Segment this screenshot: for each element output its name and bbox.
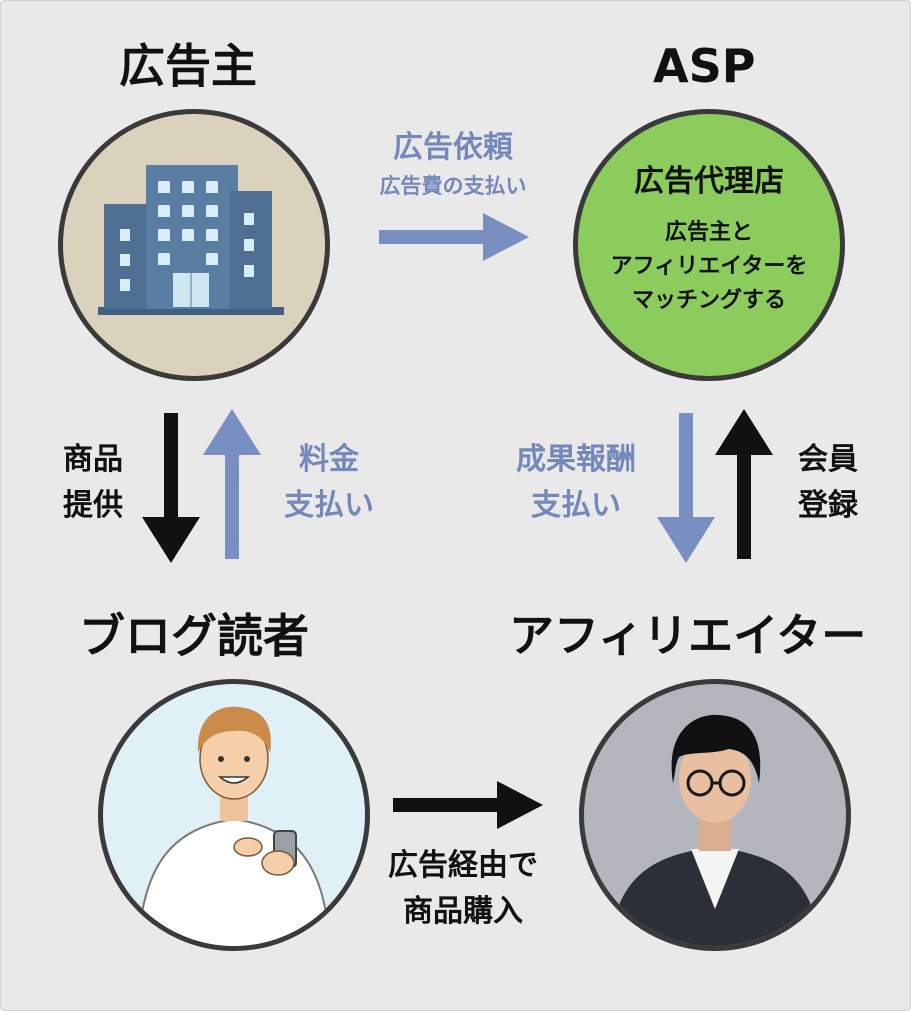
reward-label-2: 支払い	[531, 488, 621, 523]
product-label-2: 提供	[63, 488, 123, 523]
asp-circle	[573, 109, 845, 381]
reader-circle	[98, 679, 370, 951]
right-arrow-blue	[379, 213, 529, 261]
ad-request-label: 広告依頼	[393, 130, 513, 165]
ad-fee-label: 広告費の支払い	[379, 174, 527, 198]
fee-label-1: 料金	[299, 442, 359, 477]
asp-circle-heading: 広告代理店	[634, 164, 784, 199]
office-building-icon	[98, 165, 284, 315]
purchase-label-1: 広告経由で	[388, 848, 538, 883]
affiliate-title: アフィリエイター	[509, 609, 867, 662]
right-arrow-black	[393, 781, 543, 829]
asp-circle-desc-line-2: アフィリエイターを	[610, 254, 808, 279]
up-arrow-blue	[203, 409, 261, 559]
advertiser-circle	[58, 109, 330, 381]
fee-label-2: 支払い	[284, 488, 374, 523]
asp-circle-desc-line-3: マッチングする	[631, 288, 786, 313]
down-arrow-blue	[657, 413, 715, 563]
person-with-smartphone-icon	[137, 706, 331, 946]
up-arrow-black	[715, 409, 773, 559]
product-label-1: 商品	[63, 442, 123, 477]
register-label-1: 会員	[798, 442, 858, 477]
asp-circle-desc-line-1: 広告主と	[664, 220, 753, 245]
man-with-glasses-icon	[609, 714, 821, 946]
purchase-label-2: 商品購入	[403, 894, 523, 929]
reward-label-1: 成果報酬	[516, 442, 636, 477]
advertiser-title: 広告主	[119, 39, 257, 93]
reader-title: ブログ読者	[79, 609, 309, 663]
down-arrow-black	[142, 413, 200, 563]
affiliate-circle	[579, 679, 851, 951]
register-label-2: 登録	[798, 488, 858, 523]
asp-title: ASP	[653, 39, 756, 93]
